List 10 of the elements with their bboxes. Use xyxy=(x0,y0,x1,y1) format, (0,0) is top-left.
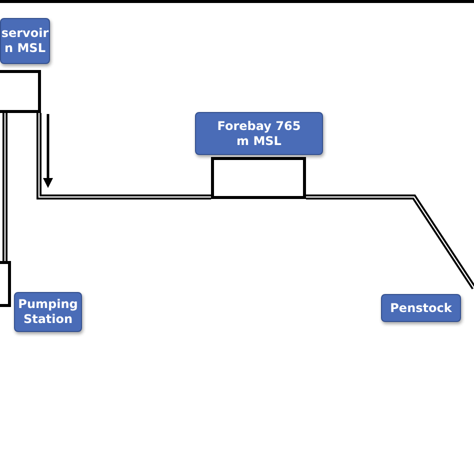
tank-box xyxy=(0,261,11,307)
tank-box xyxy=(211,157,306,199)
pipe xyxy=(2,113,8,261)
label-box: Pumping Station xyxy=(14,292,82,332)
label-box: Penstock xyxy=(381,294,461,322)
label-box: servoir n MSL xyxy=(0,18,50,64)
tank-box xyxy=(0,70,41,113)
pipe xyxy=(36,113,211,200)
label-box: Forebay 765 m MSL xyxy=(195,112,323,155)
pipe xyxy=(306,194,474,290)
